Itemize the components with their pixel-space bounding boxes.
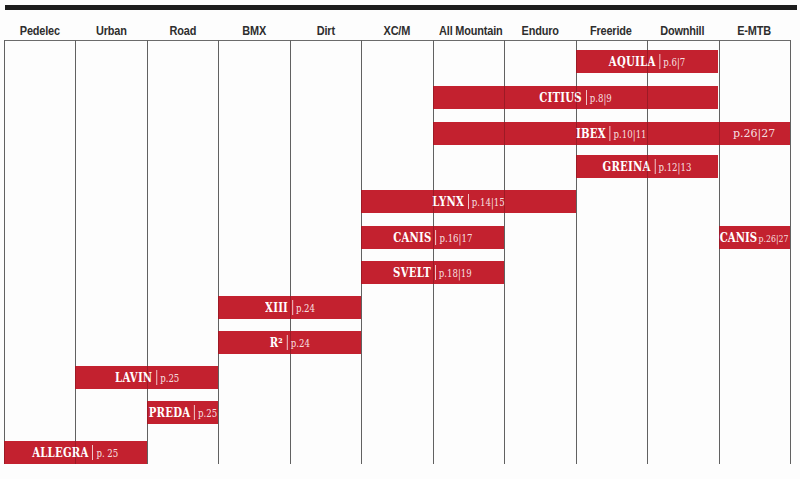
column-label-downhill: Downhill xyxy=(647,23,718,37)
grid-line xyxy=(290,40,291,464)
grid-line xyxy=(218,40,219,464)
bar-page-ref: p. 25 xyxy=(97,447,119,460)
bar-page-ref: p.6|7 xyxy=(663,56,685,69)
label-separator xyxy=(610,126,611,141)
column-label-road: Road xyxy=(147,23,218,37)
bar-model-name: IBEX xyxy=(576,126,606,141)
bar-ibex: IBEX p.10|11 p.26|27 xyxy=(433,122,790,145)
bar-model-name: SVELT xyxy=(393,265,431,280)
bar-model-name: LYNX xyxy=(432,194,464,209)
grid-line xyxy=(647,40,648,464)
bar-page-ref: p.24 xyxy=(296,302,315,315)
grid-line xyxy=(719,40,720,464)
bar-lynx: LYNX p.14|15 xyxy=(361,190,575,213)
top-rule-thick xyxy=(5,5,797,10)
bar-model-name: CANIS xyxy=(393,230,431,245)
label-separator xyxy=(655,159,656,174)
bar-canis: CANISp.26|27 xyxy=(719,226,790,249)
bar-page-ref: p.8|9 xyxy=(590,92,612,105)
grid-line xyxy=(433,40,434,464)
label-separator xyxy=(435,230,436,245)
bar-extra-page-ref: p.26|27 xyxy=(718,122,789,145)
grid-line xyxy=(147,40,148,464)
label-separator xyxy=(435,265,436,280)
bar-page-ref: p.18|19 xyxy=(439,267,472,280)
column-label-e-mtb: E-MTB xyxy=(719,23,790,37)
label-separator xyxy=(93,445,94,460)
grid-line xyxy=(361,40,362,464)
column-label-dirt: Dirt xyxy=(290,23,361,37)
column-label-all-mountain: All Mountain xyxy=(433,23,504,37)
grid-line xyxy=(790,40,791,464)
label-separator xyxy=(287,335,288,350)
bar-model-name: AQUILA xyxy=(609,54,656,69)
label-separator xyxy=(586,90,587,105)
bar-model-name: CANIS xyxy=(720,230,757,245)
column-label-enduro: Enduro xyxy=(504,23,575,37)
column-label-xc-m: XC/M xyxy=(361,23,432,37)
bar-model-name: ALLEGRA xyxy=(32,445,88,460)
bar-label: PREDA p.25 xyxy=(148,405,217,420)
grid-line xyxy=(4,40,5,464)
bar-page-ref: p.25 xyxy=(160,372,179,385)
bar-label: CANISp.26|27 xyxy=(720,230,789,245)
bar-page-ref: p.12|13 xyxy=(659,161,692,174)
bar-page-ref: p.25 xyxy=(198,407,217,420)
column-label-bmx: BMX xyxy=(218,23,289,37)
label-separator xyxy=(468,194,469,209)
bar-model-name: XIII xyxy=(265,300,288,315)
label-separator xyxy=(194,405,195,420)
bar-label: IBEX p.10|11 xyxy=(576,126,647,141)
column-label-urban: Urban xyxy=(75,23,146,37)
bar-model-name: GREINA xyxy=(603,159,651,174)
bar-label: LYNX p.14|15 xyxy=(432,194,505,209)
grid-line xyxy=(504,40,505,464)
grid-line xyxy=(576,40,577,464)
label-separator xyxy=(156,370,157,385)
bar-model-name: R² xyxy=(270,335,283,350)
column-label-freeride: Freeride xyxy=(576,23,647,37)
label-separator xyxy=(292,300,293,315)
bar-page-ref: p.26|27 xyxy=(759,233,789,244)
grid-line xyxy=(75,40,76,464)
bar-model-name: PREDA xyxy=(148,405,190,420)
table-top-rule xyxy=(4,40,790,41)
bar-page-ref: p.16|17 xyxy=(439,232,472,245)
bar-page-ref: p.14|15 xyxy=(472,196,505,209)
bar-page-ref: p.24 xyxy=(291,337,310,350)
column-label-pedelec: Pedelec xyxy=(4,23,75,37)
bar-preda: PREDA p.25 xyxy=(147,401,218,424)
bar-page-ref: p.10|11 xyxy=(614,128,647,141)
label-separator xyxy=(659,54,660,69)
